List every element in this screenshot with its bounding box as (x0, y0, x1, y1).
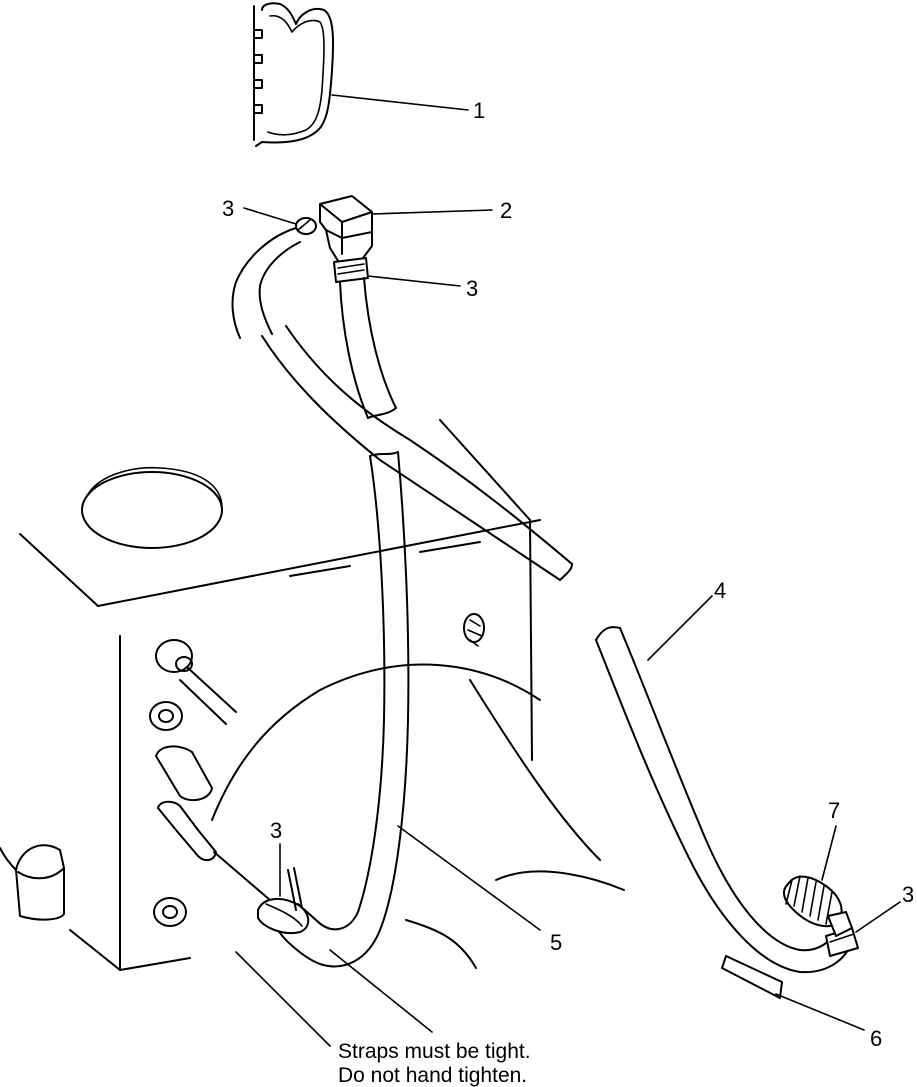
callout-3-lower-right: 3 (902, 882, 914, 907)
callout-3-upper-left: 3 (222, 196, 234, 221)
quick-connect-fitting (782, 875, 853, 937)
callout-6: 6 (870, 1026, 882, 1051)
tank-fittings (149, 613, 485, 927)
callout-7: 7 (828, 798, 840, 823)
tank (19, 419, 625, 971)
hose-clamp-lower-left (257, 867, 310, 934)
short-hose (339, 277, 397, 419)
note-line-1: Straps must be tight. (338, 1040, 531, 1063)
leader-4 (647, 595, 713, 661)
note-leaders (235, 949, 433, 1047)
leader-3b (367, 275, 461, 287)
leader-3a (243, 207, 297, 225)
hose-right (595, 626, 853, 974)
leader-6 (775, 993, 865, 1031)
callout-3-upper: 3 (466, 276, 478, 301)
note-line-2: Do not hand tighten. (338, 1064, 527, 1087)
leader-3d (855, 901, 901, 933)
leader-2 (371, 209, 493, 215)
callout-2: 2 (500, 198, 512, 223)
hose-clamp-upper-left (295, 217, 317, 235)
filler-cap (0, 844, 65, 921)
callout-1: 1 (473, 98, 485, 123)
edge-trim-part (253, 2, 335, 147)
leader-7 (821, 825, 837, 881)
hose-clamp-upper (333, 257, 369, 283)
leader-5 (397, 825, 541, 931)
leader-1 (331, 94, 469, 111)
vent-hose (231, 227, 573, 581)
strap (721, 955, 783, 999)
callout-3-lower-left: 3 (270, 818, 282, 843)
elbow-fitting (319, 195, 373, 265)
callout-4: 4 (714, 578, 726, 603)
callout-5: 5 (550, 930, 562, 955)
